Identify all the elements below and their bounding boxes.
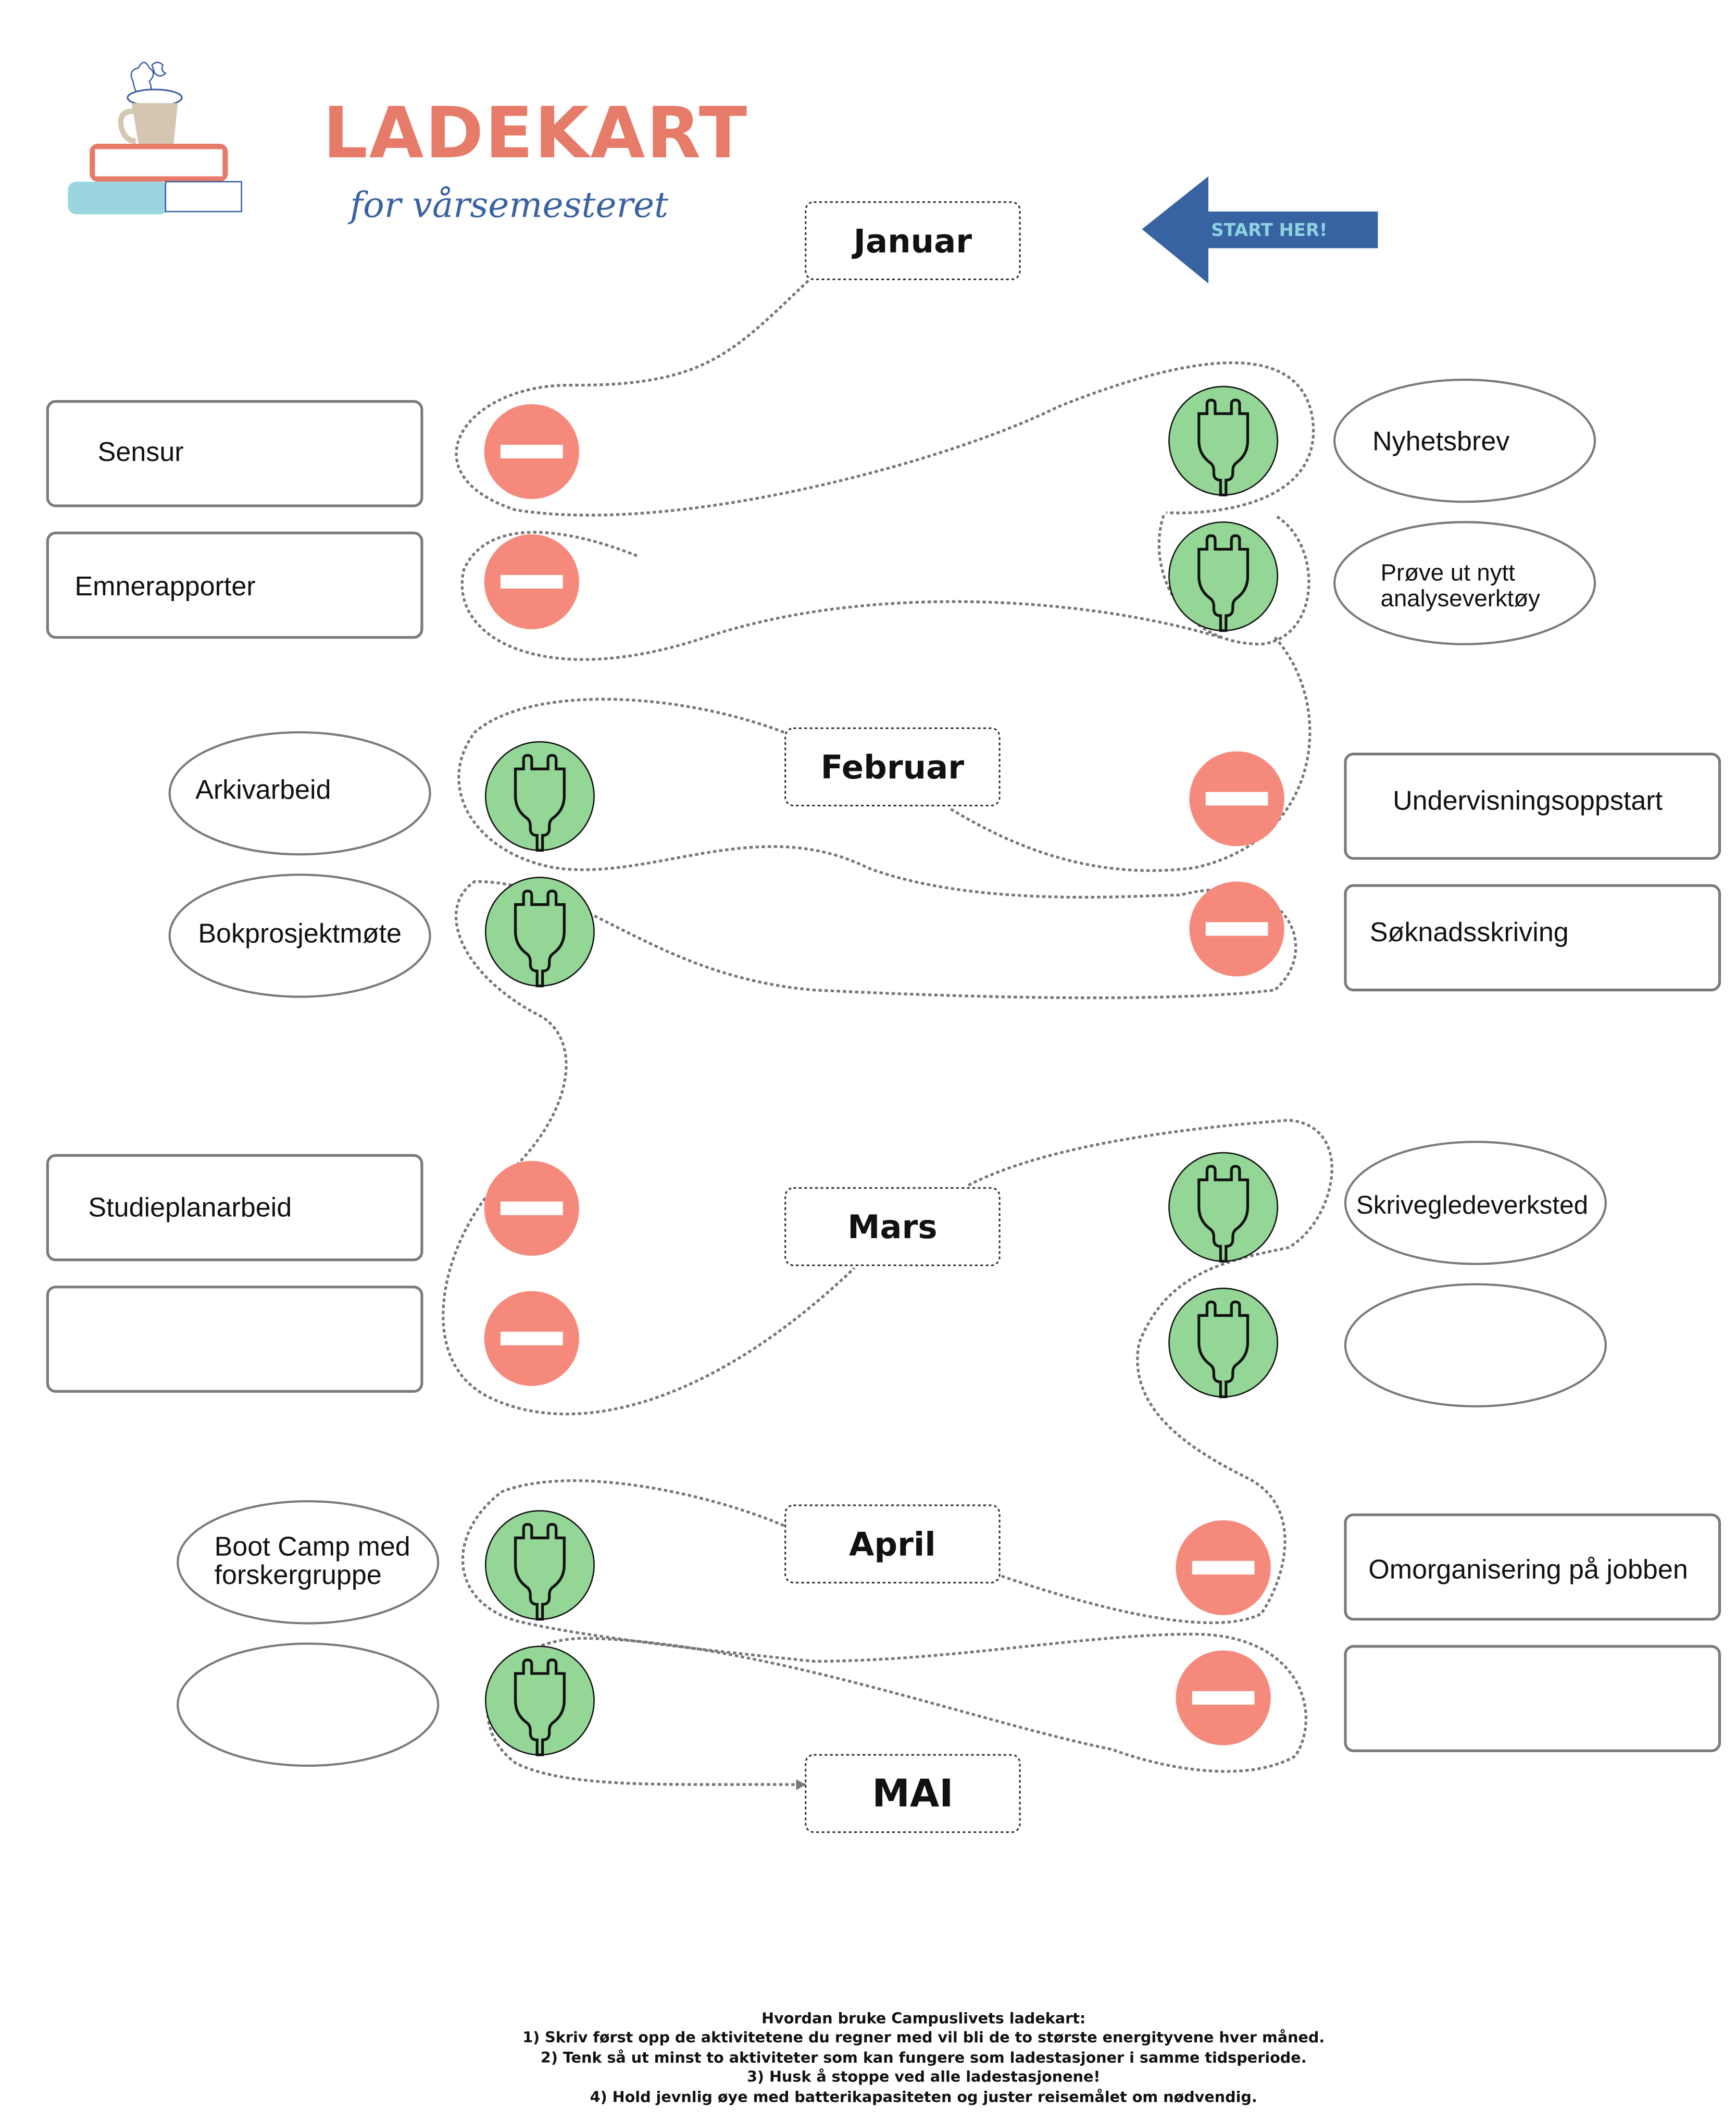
drain-box[interactable]: Studieplanarbeid (46, 1154, 423, 1262)
month-februar: Februar (784, 727, 1001, 807)
plug-icon (485, 1511, 594, 1619)
svg-text:Sensur: Sensur (98, 437, 184, 467)
minus-circle-icon (484, 404, 579, 500)
svg-text:Mars: Mars (847, 1208, 937, 1246)
plug-icon (1169, 386, 1277, 495)
start-here-label: START HER! (1211, 220, 1327, 240)
drain-box-empty[interactable] (1344, 1645, 1721, 1752)
instruction-step: 2) Tenk så ut minst to aktiviteter som k… (541, 2049, 1307, 2066)
logo-illustration (68, 61, 242, 215)
charger-ellipse-empty[interactable] (1344, 1283, 1607, 1407)
charger-ellipse-empty[interactable] (177, 1642, 440, 1767)
minus-circle-icon (1189, 881, 1284, 977)
svg-text:Undervisningsoppstart: Undervisningsoppstart (1393, 785, 1663, 816)
drain-box[interactable]: Sensur (46, 400, 423, 507)
svg-text:analyseverktøy: analyseverktøy (1381, 585, 1541, 612)
start-here-arrow: START HER! (1142, 176, 1378, 284)
drain-box[interactable]: Omorganisering på jobben (1344, 1513, 1721, 1621)
minus-circle-icon (1176, 1520, 1271, 1615)
month-januar: Januar (805, 201, 1021, 280)
charger-ellipse[interactable]: Boot Camp med forskergruppe (177, 1500, 440, 1625)
svg-text:Arkivarbeid: Arkivarbeid (195, 775, 331, 805)
charger-ellipse[interactable]: Arkivarbeid (168, 731, 431, 856)
plug-icon (485, 742, 594, 850)
svg-text:Prøve ut nytt: Prøve ut nytt (1381, 559, 1516, 585)
page-subtitle: for vårsemesteret (347, 184, 669, 226)
instructions-heading: Hvordan bruke Campuslivets ladekart: (761, 2010, 1085, 2027)
instruction-step: 4) Hold jevnlig øye med batterikapasitet… (590, 2088, 1257, 2106)
minus-circle-icon (484, 1161, 579, 1256)
drain-box[interactable]: Undervisningsoppstart (1344, 752, 1721, 860)
svg-text:MAI: MAI (872, 1771, 953, 1816)
instructions: Hvordan bruke Campuslivets ladekart: 1) … (522, 2010, 1325, 2106)
charger-ellipse[interactable]: Nyhetsbrev (1333, 378, 1596, 503)
month-mai: MAI (805, 1754, 1021, 1833)
svg-text:Studieplanarbeid: Studieplanarbeid (88, 1192, 292, 1222)
svg-text:Omorganisering på jobben: Omorganisering på jobben (1368, 1555, 1688, 1585)
instruction-step: 3) Husk å stoppe ved alle ladestasjonene… (747, 2067, 1100, 2085)
minus-circle-icon (484, 534, 579, 630)
charger-ellipse[interactable]: Skrivegledeverksted (1344, 1141, 1607, 1265)
svg-text:Emnerapporter: Emnerapporter (74, 571, 255, 602)
svg-text:Søknadsskriving: Søknadsskriving (1370, 917, 1569, 947)
svg-text:Bokprosjektmøte: Bokprosjektmøte (198, 918, 402, 949)
svg-text:Nyhetsbrev: Nyhetsbrev (1372, 426, 1509, 456)
plug-icon (485, 1646, 594, 1755)
svg-text:April: April (849, 1525, 936, 1563)
svg-text:Februar: Februar (821, 748, 965, 786)
minus-circle-icon (484, 1291, 579, 1386)
drain-box-empty[interactable] (46, 1286, 423, 1393)
svg-text:Januar: Januar (852, 222, 972, 260)
plug-icon (1169, 522, 1277, 630)
charger-ellipse[interactable]: Prøve ut nytt analyseverktøy (1333, 521, 1596, 645)
instruction-step: 1) Skriv først opp de aktivitetene du re… (522, 2028, 1325, 2046)
plug-icon (485, 878, 594, 986)
svg-text:forskergruppe: forskergruppe (215, 1560, 382, 1590)
drain-box[interactable]: Emnerapporter (46, 531, 423, 639)
plug-icon (1169, 1153, 1277, 1261)
plug-icon (1169, 1288, 1277, 1396)
minus-circle-icon (1176, 1650, 1271, 1745)
drain-box[interactable]: Søknadsskriving (1344, 884, 1721, 992)
charger-ellipse[interactable]: Bokprosjektmøte (168, 874, 431, 998)
page-title: LADEKART (323, 92, 748, 174)
month-mars: Mars (784, 1187, 1001, 1266)
svg-text:Skrivegledeverksted: Skrivegledeverksted (1356, 1191, 1588, 1219)
month-april: April (784, 1504, 1001, 1583)
svg-text:Boot Camp med: Boot Camp med (215, 1531, 410, 1562)
minus-circle-icon (1189, 751, 1284, 846)
